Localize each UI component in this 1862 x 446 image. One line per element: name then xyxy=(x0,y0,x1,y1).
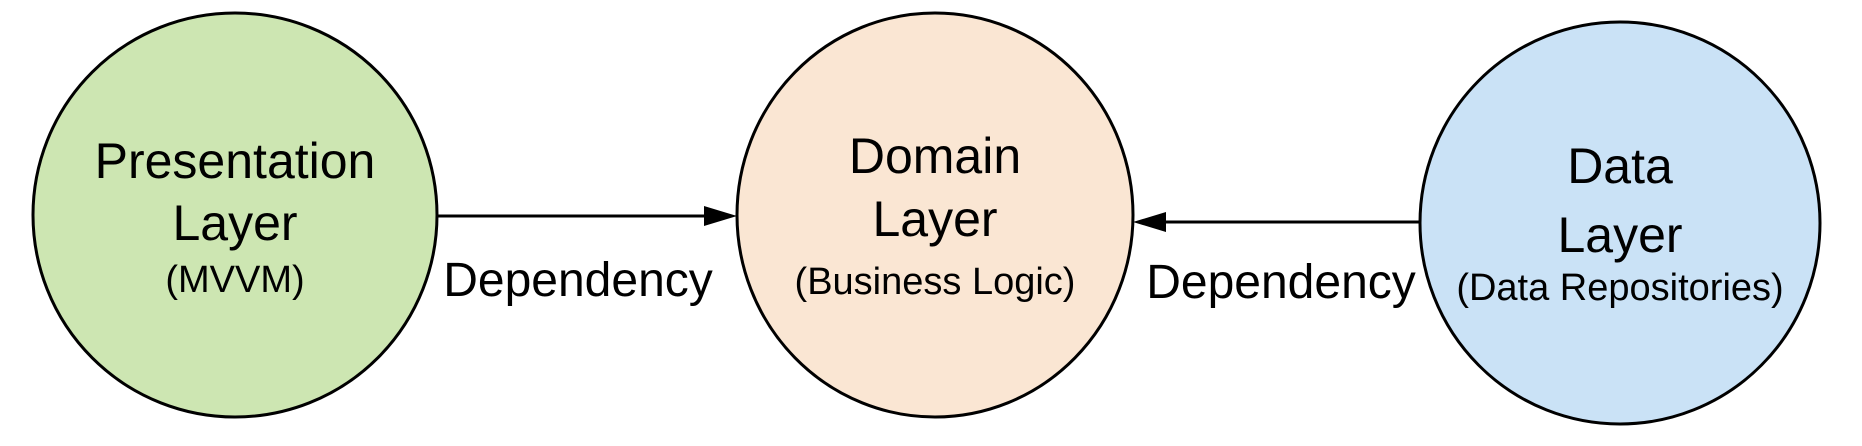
domain-layer-subtitle: (Business Logic) xyxy=(795,261,1076,303)
data-layer-title-line1: Data xyxy=(1567,138,1673,194)
arrowhead-right-icon xyxy=(704,206,737,226)
data-layer-circle xyxy=(1418,20,1822,426)
presentation-layer-title-line1: Presentation xyxy=(95,133,376,189)
arrowhead-left-icon xyxy=(1133,212,1166,232)
node-data-layer: Data Layer (Data Repositories) xyxy=(1418,20,1822,426)
presentation-layer-subtitle: (MVVM) xyxy=(165,259,304,301)
presentation-layer-circle xyxy=(31,11,439,419)
dependency-label-left: Dependency xyxy=(443,254,713,307)
domain-layer-title-line2: Layer xyxy=(872,191,997,247)
node-presentation-layer: Presentation Layer (MVVM) xyxy=(31,11,439,419)
data-layer-subtitle: (Data Repositories) xyxy=(1456,267,1783,309)
presentation-layer-title-line2: Layer xyxy=(172,195,297,251)
data-layer-title-line2: Layer xyxy=(1557,207,1682,263)
domain-layer-circle xyxy=(735,11,1135,419)
domain-layer-title-line1: Domain xyxy=(849,128,1021,184)
edge-data-to-domain: Dependency xyxy=(1133,212,1420,309)
edge-presentation-to-domain: Dependency xyxy=(437,206,737,307)
node-domain-layer: Domain Layer (Business Logic) xyxy=(735,11,1135,419)
dependency-label-right: Dependency xyxy=(1146,256,1416,309)
